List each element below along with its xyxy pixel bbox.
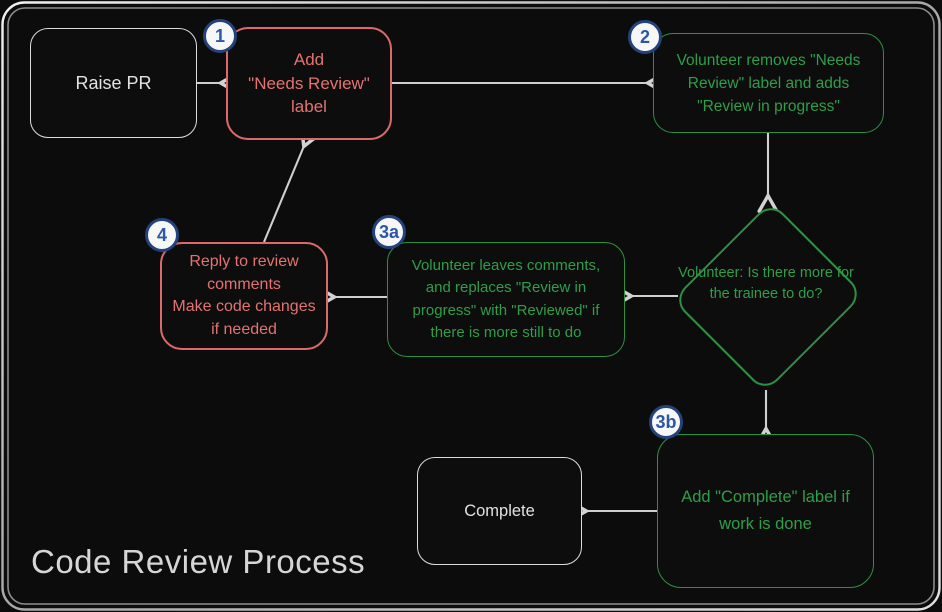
node-line: Volunteer removes "Needs [676,51,861,69]
node-decision-volunteer: Volunteer: Is there more for the trainee… [676,263,856,305]
diagram-title: Code Review Process [31,543,366,580]
node-line: Make code changes [172,298,316,315]
node-line: Volunteer: [678,265,744,281]
node-line: label [291,97,327,117]
step-badge-3a: 3a [372,215,406,249]
inner-frame-border [7,7,935,605]
node-line: Add [293,50,325,70]
step-badge-1: 1 [203,19,237,53]
step-badge-4: 4 [145,218,179,252]
node-volunteer-leaves-comments: Volunteer leaves comments, and replaces … [387,242,625,357]
node-line: Add "Complete" label if [681,488,850,506]
node-label: Raise PR [75,72,152,93]
node-add-complete-label: Add "Complete" label if work is done [657,434,874,588]
node-reply-to-review-comments: Reply to review comments Make code chang… [160,242,328,350]
node-line: "Review in progress" [697,97,840,115]
node-line: and replaces "Review in [425,279,587,296]
node-line: Review" label and adds [687,74,850,92]
node-line: progress" with "Reviewed" if [412,301,600,319]
node-raise-pr: Raise PR [30,28,197,138]
node-line: Reply to review [189,253,299,270]
node-line: Volunteer leaves comments, [411,256,601,274]
node-line: "Needs Review" [248,73,370,93]
node-line: work is done [719,515,812,533]
node-line: the trainee to do? [709,286,823,302]
node-label: Complete [464,501,535,520]
node-add-needs-review-label: Add "Needs Review" label [226,27,392,140]
step-badge-2: 2 [628,20,662,54]
node-line: if needed [211,320,277,338]
edge-step4-to-step1 [263,126,320,243]
node-line: comments [207,275,281,293]
step-badge-3b: 3b [649,405,683,439]
node-complete: Complete [417,457,582,565]
node-line: there is more still to do [430,324,582,341]
node-line: Is there more for [747,265,854,281]
node-volunteer-removes-label: Volunteer removes "Needs Review" label a… [653,33,884,133]
